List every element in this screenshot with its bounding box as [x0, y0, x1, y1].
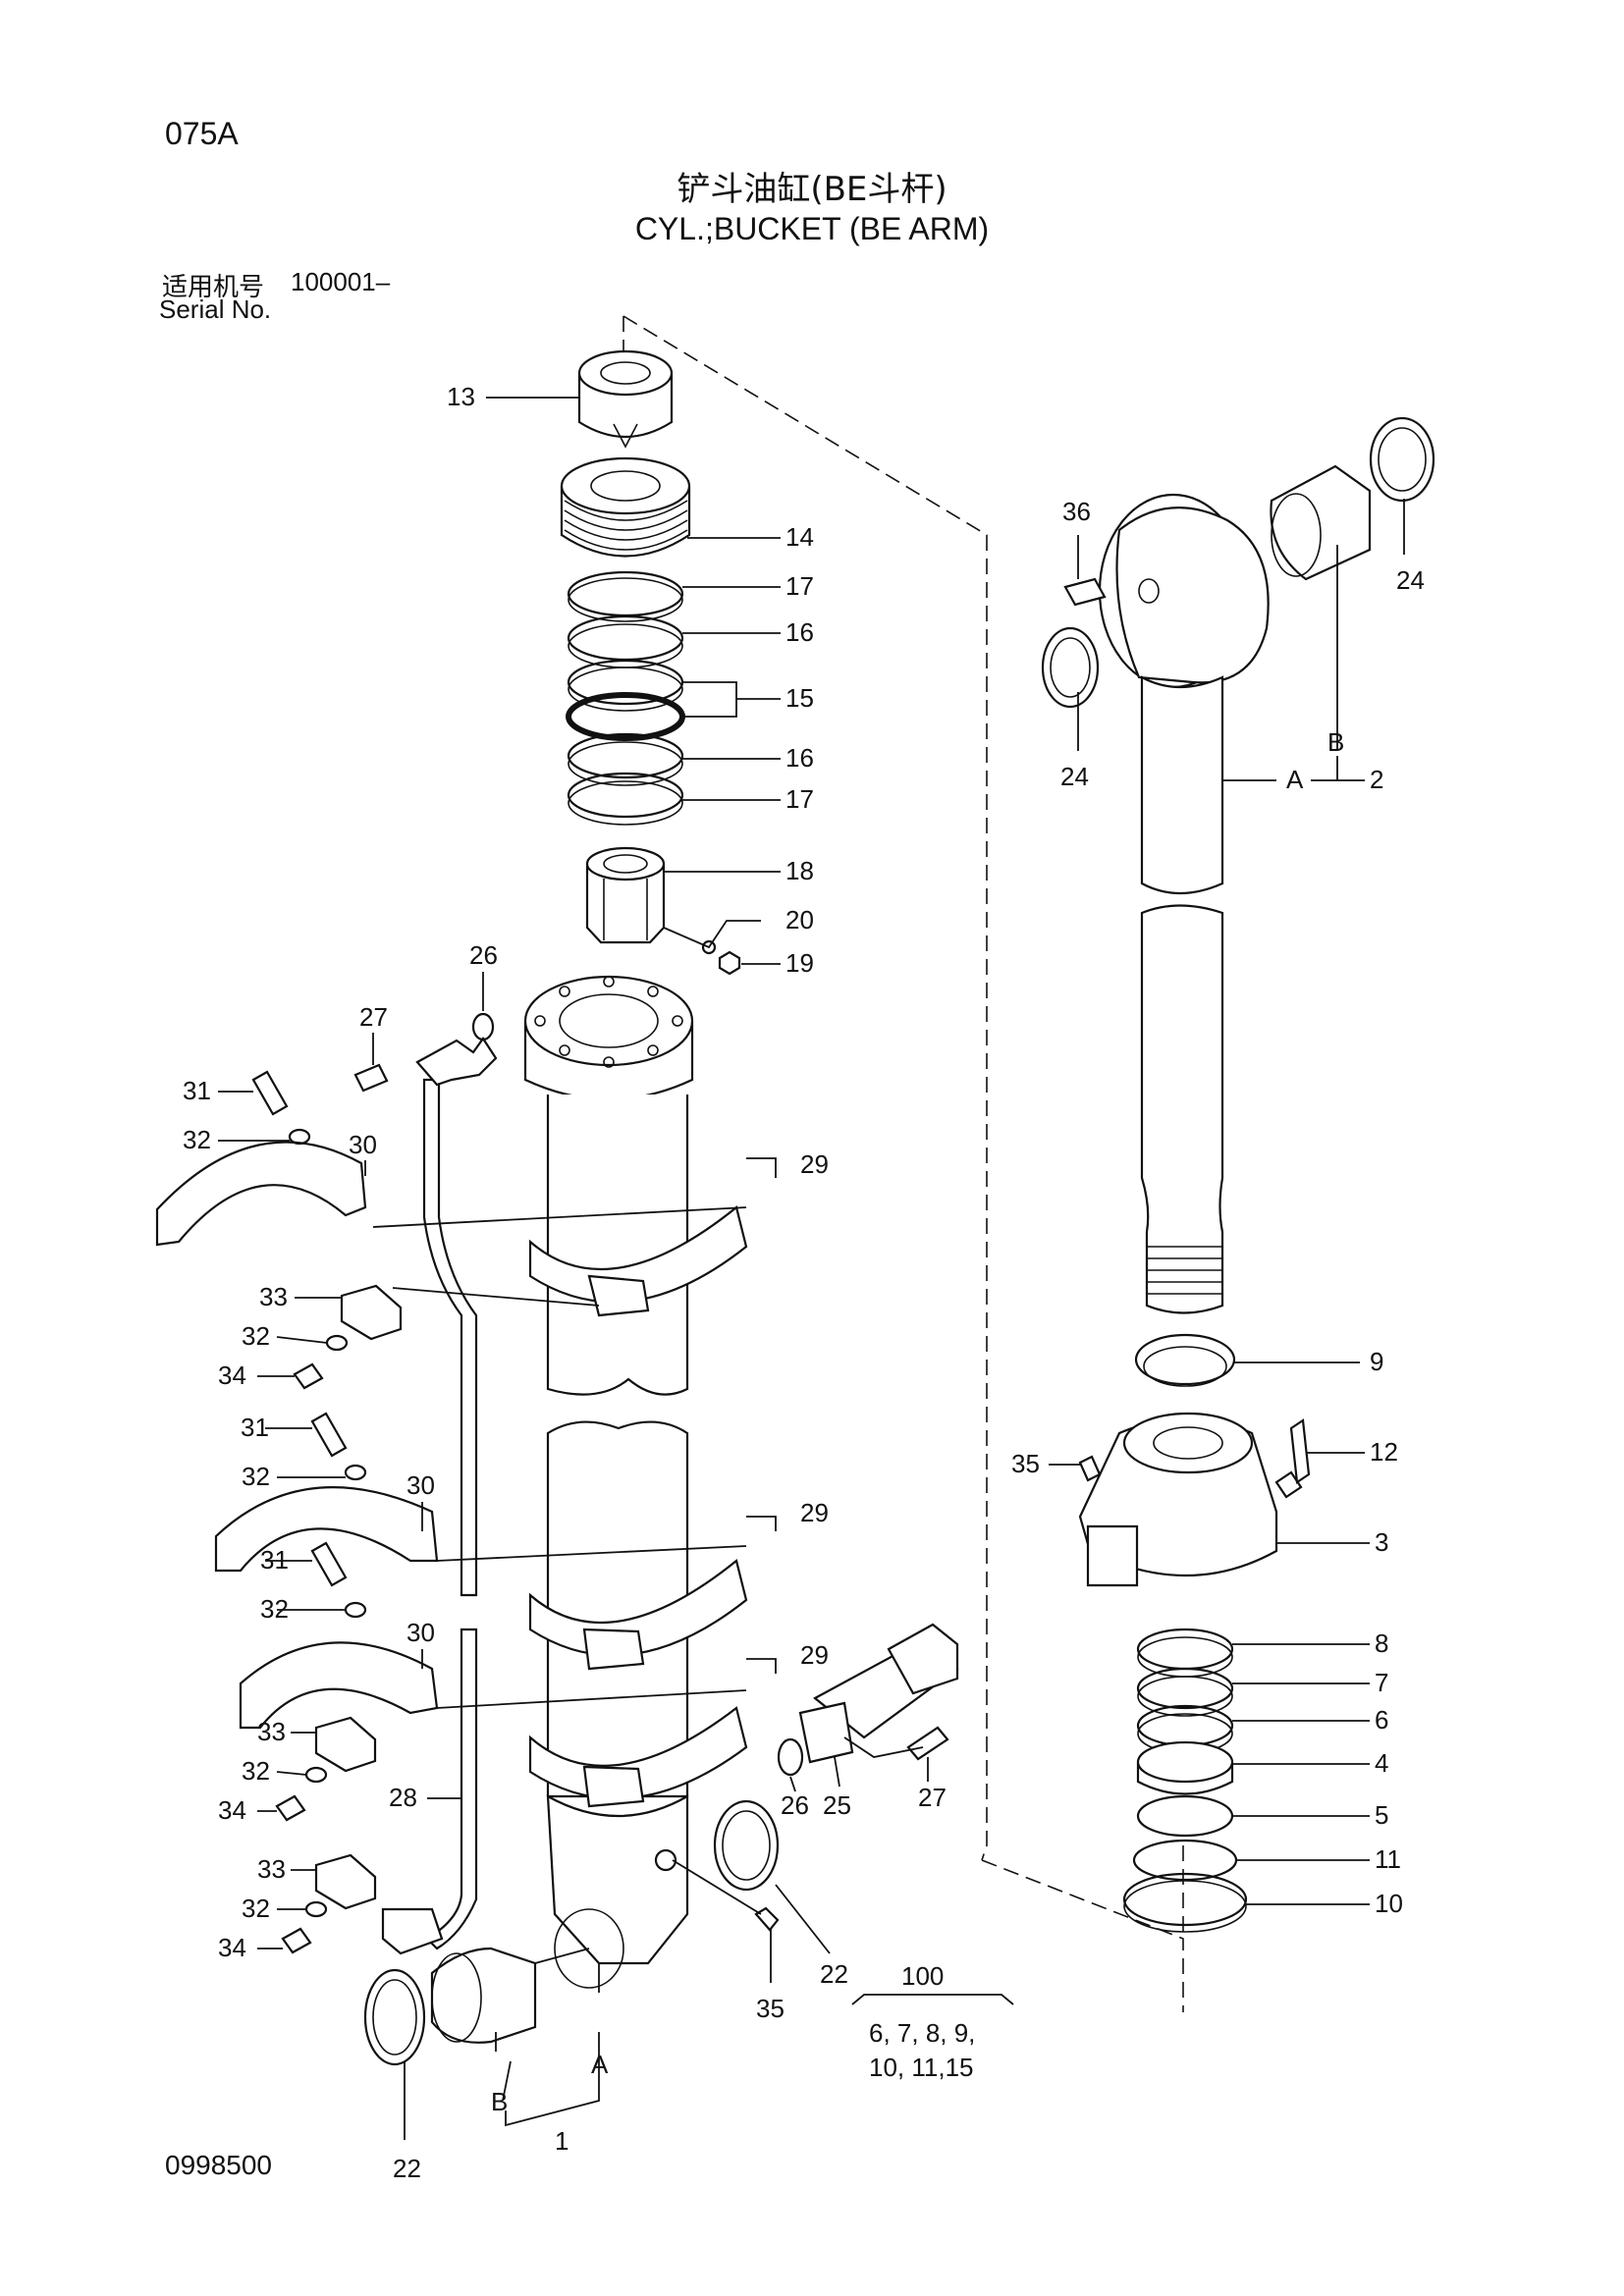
clamp-group-lower	[239, 1641, 748, 1808]
callout-32: 32	[242, 1894, 270, 1923]
callout-30: 30	[406, 1470, 435, 1500]
title-english: CYL.;BUCKET (BE ARM)	[634, 211, 990, 246]
serial-number-range: 100001–	[291, 267, 391, 296]
callout-29: 29	[800, 1498, 829, 1527]
callout-18: 18	[785, 856, 814, 885]
callout-33: 33	[257, 1854, 286, 1884]
callout-34: 34	[218, 1933, 246, 1962]
callout-29: 29	[800, 1149, 829, 1179]
part-12-bolt	[1289, 1418, 1311, 1484]
callout-25: 25	[823, 1790, 851, 1820]
callout-7: 7	[1375, 1668, 1388, 1697]
part-28-pipe	[381, 1037, 498, 1955]
part-2-piston-rod	[1063, 493, 1270, 1314]
callout-29: 29	[800, 1640, 829, 1670]
part-3-piston	[1078, 1412, 1303, 1587]
callout-16: 16	[785, 743, 814, 773]
callout-3: 3	[1375, 1527, 1388, 1557]
bolts-and-washers-left	[251, 1012, 495, 1954]
callout-20: 20	[785, 905, 814, 934]
callout-30: 30	[349, 1130, 377, 1159]
part-bushing-and-seals-rod-end	[1041, 416, 1435, 709]
kit-number: 100	[901, 1961, 944, 1991]
callout-32: 32	[242, 1321, 270, 1351]
callout-13: 13	[447, 382, 475, 411]
marker-a: A	[1286, 765, 1304, 794]
part-18-piston-nut	[585, 846, 666, 944]
callout-33: 33	[259, 1282, 288, 1311]
callout-5: 5	[1375, 1800, 1388, 1830]
part-19-set-screw	[718, 950, 741, 976]
callout-31: 31	[241, 1413, 269, 1442]
callout-27: 27	[918, 1783, 947, 1812]
callout-26: 26	[469, 940, 498, 970]
callout-11: 11	[1375, 1844, 1401, 1874]
marker-b: B	[491, 2087, 508, 2116]
callout-17: 17	[785, 571, 814, 601]
callout-35: 35	[756, 1994, 785, 2023]
callout-32: 32	[242, 1462, 270, 1491]
callout-31: 31	[260, 1545, 289, 1575]
callout-14: 14	[785, 522, 814, 552]
piston-seal-stack	[1122, 1628, 1248, 1933]
part-bushing-and-seals-bottom	[363, 1799, 780, 2066]
callout-2: 2	[1370, 765, 1383, 794]
callout-33: 33	[257, 1717, 286, 1746]
serial-label-chinese: 适用机号	[162, 273, 265, 302]
part-14-rod-cover	[560, 456, 691, 558]
callout-28: 28	[389, 1783, 417, 1812]
callout-16: 16	[785, 617, 814, 647]
callout-27: 27	[359, 1002, 388, 1032]
callout-19: 19	[785, 948, 814, 978]
part-13-dust-seal	[577, 349, 674, 449]
callout-22: 22	[393, 2154, 421, 2183]
part-25-fitting	[777, 1623, 959, 1777]
part-35-grease-fitting	[1078, 1455, 1102, 1482]
clamp-group-middle	[214, 1486, 748, 1671]
marker-b: B	[1327, 727, 1344, 757]
callout-6: 6	[1375, 1705, 1388, 1735]
leader-lines	[218, 397, 1405, 2140]
serial-label-english: Serial No.	[159, 294, 272, 324]
callout-26: 26	[781, 1790, 809, 1820]
callout-4: 4	[1375, 1748, 1388, 1778]
callout-35: 35	[1011, 1449, 1040, 1478]
callout-32: 32	[183, 1125, 211, 1154]
callout-24: 24	[1396, 565, 1425, 595]
part-9-ring	[1134, 1333, 1236, 1387]
callout-32: 32	[260, 1594, 289, 1624]
callout-9: 9	[1370, 1347, 1383, 1376]
callout-22: 22	[820, 1959, 848, 1989]
callout-30: 30	[406, 1618, 435, 1647]
callout-32: 32	[242, 1756, 270, 1786]
seal-stack-upper	[566, 570, 685, 826]
callout-34: 34	[218, 1795, 246, 1825]
callout-12: 12	[1370, 1437, 1398, 1467]
page-code: 075A	[165, 116, 239, 151]
callout-34: 34	[218, 1361, 246, 1390]
part-1-cylinder-tube	[523, 975, 694, 1989]
clamp-group-upper	[155, 1141, 748, 1317]
title-chinese: 铲斗油缸(BE斗杆)	[677, 170, 947, 209]
callout-17: 17	[785, 784, 814, 814]
callout-36: 36	[1062, 497, 1091, 526]
callout-10: 10	[1375, 1889, 1403, 1918]
marker-a: A	[591, 2050, 609, 2079]
kit-contents-line-1: 6, 7, 8, 9,	[869, 2018, 975, 2048]
drawing-number: 0998500	[165, 2150, 273, 2180]
callout-15: 15	[785, 683, 814, 713]
callout-24: 24	[1060, 762, 1089, 791]
callout-31: 31	[183, 1076, 211, 1105]
callout-labels: 13 14 17 16 15 16 17 18 20 19 26 27 31 3…	[183, 382, 1425, 2183]
callout-8: 8	[1375, 1629, 1388, 1658]
callout-1: 1	[555, 2126, 568, 2156]
kit-contents-line-2: 10, 11,15	[869, 2053, 974, 2082]
